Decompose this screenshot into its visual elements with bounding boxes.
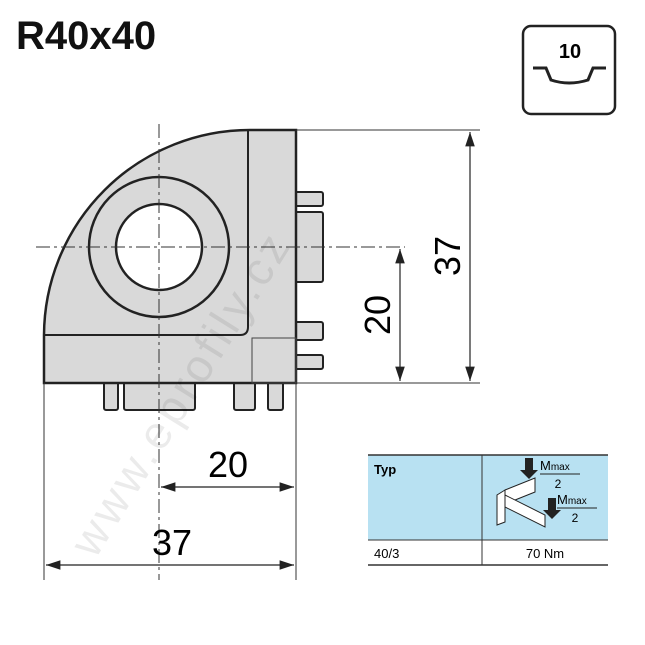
svg-text:2: 2: [572, 511, 579, 525]
dimension-height-total: 37: [427, 236, 468, 276]
profile-title: R40x40: [16, 14, 157, 58]
formula-numerator-1: Mmax: [540, 458, 570, 473]
svg-text:2: 2: [555, 477, 562, 491]
dimension-width-center: 20: [208, 444, 248, 485]
groove-size-label: 10: [559, 41, 581, 63]
load-diagram-icon: [496, 458, 561, 528]
row-typ: 40/3: [374, 546, 399, 561]
dimension-height-center: 20: [357, 295, 398, 335]
groove-size-icon: 10: [521, 24, 617, 116]
connector-tabs: [103, 191, 324, 411]
dimension-width-total: 37: [152, 522, 192, 563]
formula-numerator-2: Mmax: [557, 492, 587, 507]
center-lines: [36, 124, 405, 580]
table-header-typ: Typ: [374, 462, 396, 477]
row-torque: 70 Nm: [526, 546, 564, 561]
load-table: Typ Mmax 2 Mmax 2 40/3 70 Nm: [368, 454, 608, 566]
